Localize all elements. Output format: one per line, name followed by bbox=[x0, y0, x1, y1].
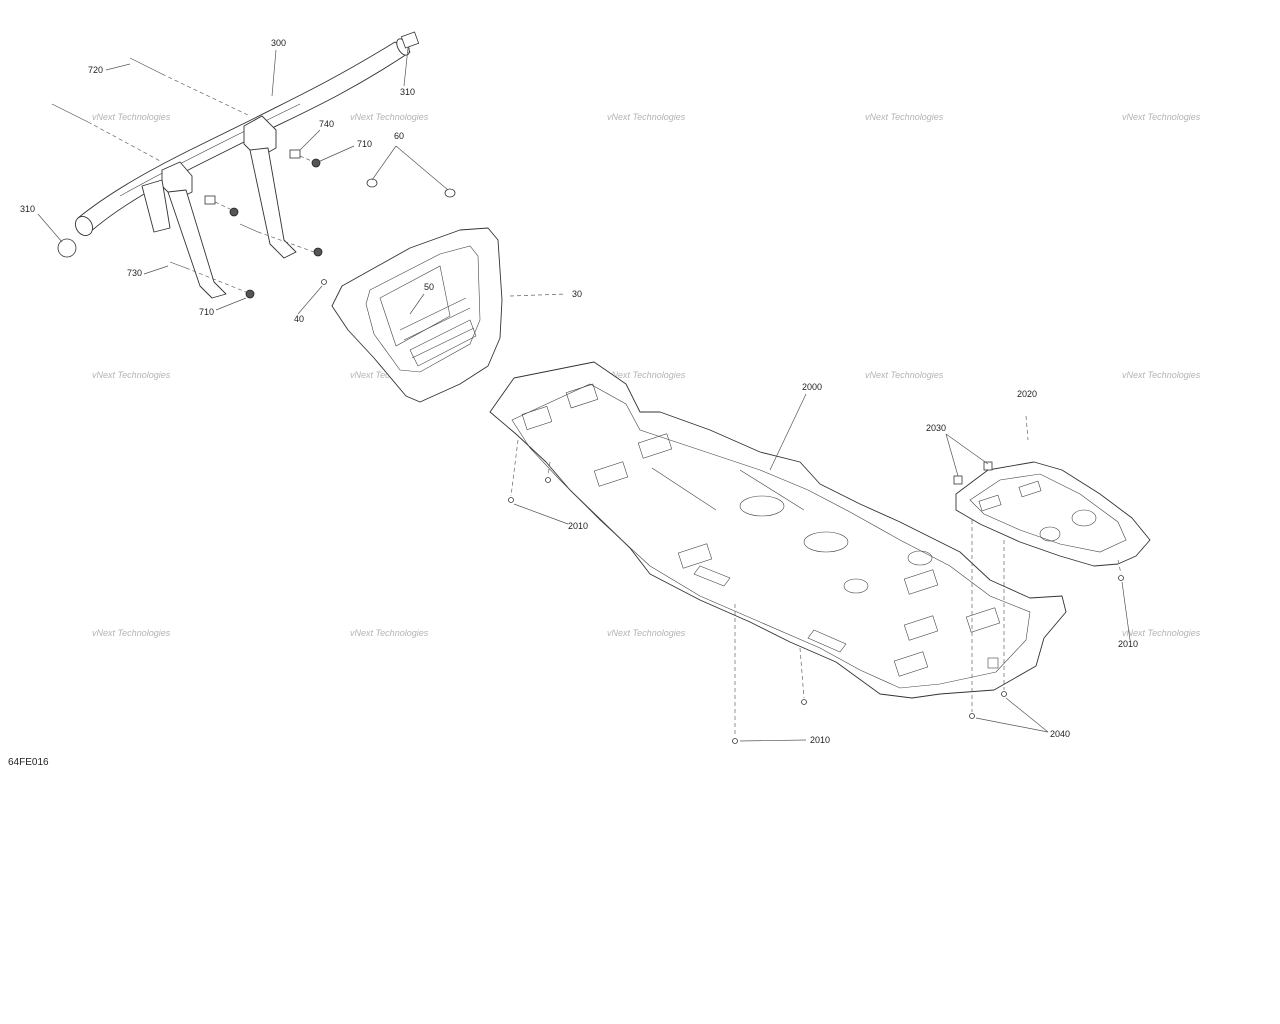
watermark: vNext Technologies bbox=[607, 370, 686, 380]
callout-2000: 2000 bbox=[802, 382, 822, 392]
callout-60: 60 bbox=[394, 131, 404, 141]
watermark: vNext Technologies bbox=[92, 112, 171, 122]
watermark: vNext Technologies bbox=[607, 628, 686, 638]
callout-2010: 2010 bbox=[568, 521, 588, 531]
callout-710: 710 bbox=[357, 139, 372, 149]
callout-40: 40 bbox=[294, 314, 304, 324]
watermark: vNext Technologies bbox=[607, 112, 686, 122]
watermark: vNext Technologies bbox=[865, 112, 944, 122]
end-cap-left bbox=[57, 238, 77, 258]
watermark: vNext Technologies bbox=[92, 628, 171, 638]
watermark: vNext Technologies bbox=[1122, 628, 1201, 638]
callout-2030: 2030 bbox=[926, 423, 946, 433]
callout-300: 300 bbox=[271, 38, 286, 48]
callout-2020: 2020 bbox=[1017, 389, 1037, 399]
callout-720: 720 bbox=[88, 65, 103, 75]
callout-310: 310 bbox=[400, 87, 415, 97]
callout-2040: 2040 bbox=[1050, 729, 1070, 739]
watermark: vNext Technologies bbox=[350, 628, 429, 638]
callout-50: 50 bbox=[424, 282, 434, 292]
leader-lines bbox=[37, 47, 1131, 742]
figure-code: 64FE016 bbox=[8, 757, 49, 768]
assembly-lines-lower bbox=[510, 415, 1122, 737]
callout-710: 710 bbox=[199, 307, 214, 317]
assembly-lines-upper bbox=[87, 73, 567, 297]
watermark: vNext Technologies bbox=[1122, 112, 1201, 122]
fasteners-lower bbox=[508, 477, 1124, 744]
end-cap-right bbox=[400, 31, 420, 49]
callout-labels: 300 310 310 720 740 710 710 730 60 50 40… bbox=[20, 38, 1138, 745]
watermark: vNext Technologies bbox=[92, 370, 171, 380]
callout-310: 310 bbox=[20, 204, 35, 214]
callout-740: 740 bbox=[319, 119, 334, 129]
watermark: vNext Technologies bbox=[350, 112, 429, 122]
callout-2010: 2010 bbox=[1118, 639, 1138, 649]
watermark: vNext Technologies bbox=[865, 370, 944, 380]
fasteners-upper bbox=[51, 57, 456, 320]
front-skid-plate bbox=[331, 227, 503, 403]
callout-30: 30 bbox=[572, 289, 582, 299]
callout-730: 730 bbox=[127, 268, 142, 278]
bumper-tube bbox=[75, 38, 411, 299]
rear-skid-plate bbox=[953, 461, 1151, 567]
main-skid-plate bbox=[489, 361, 1067, 699]
watermark: vNext Technologies bbox=[1122, 370, 1201, 380]
callout-2010: 2010 bbox=[810, 735, 830, 745]
